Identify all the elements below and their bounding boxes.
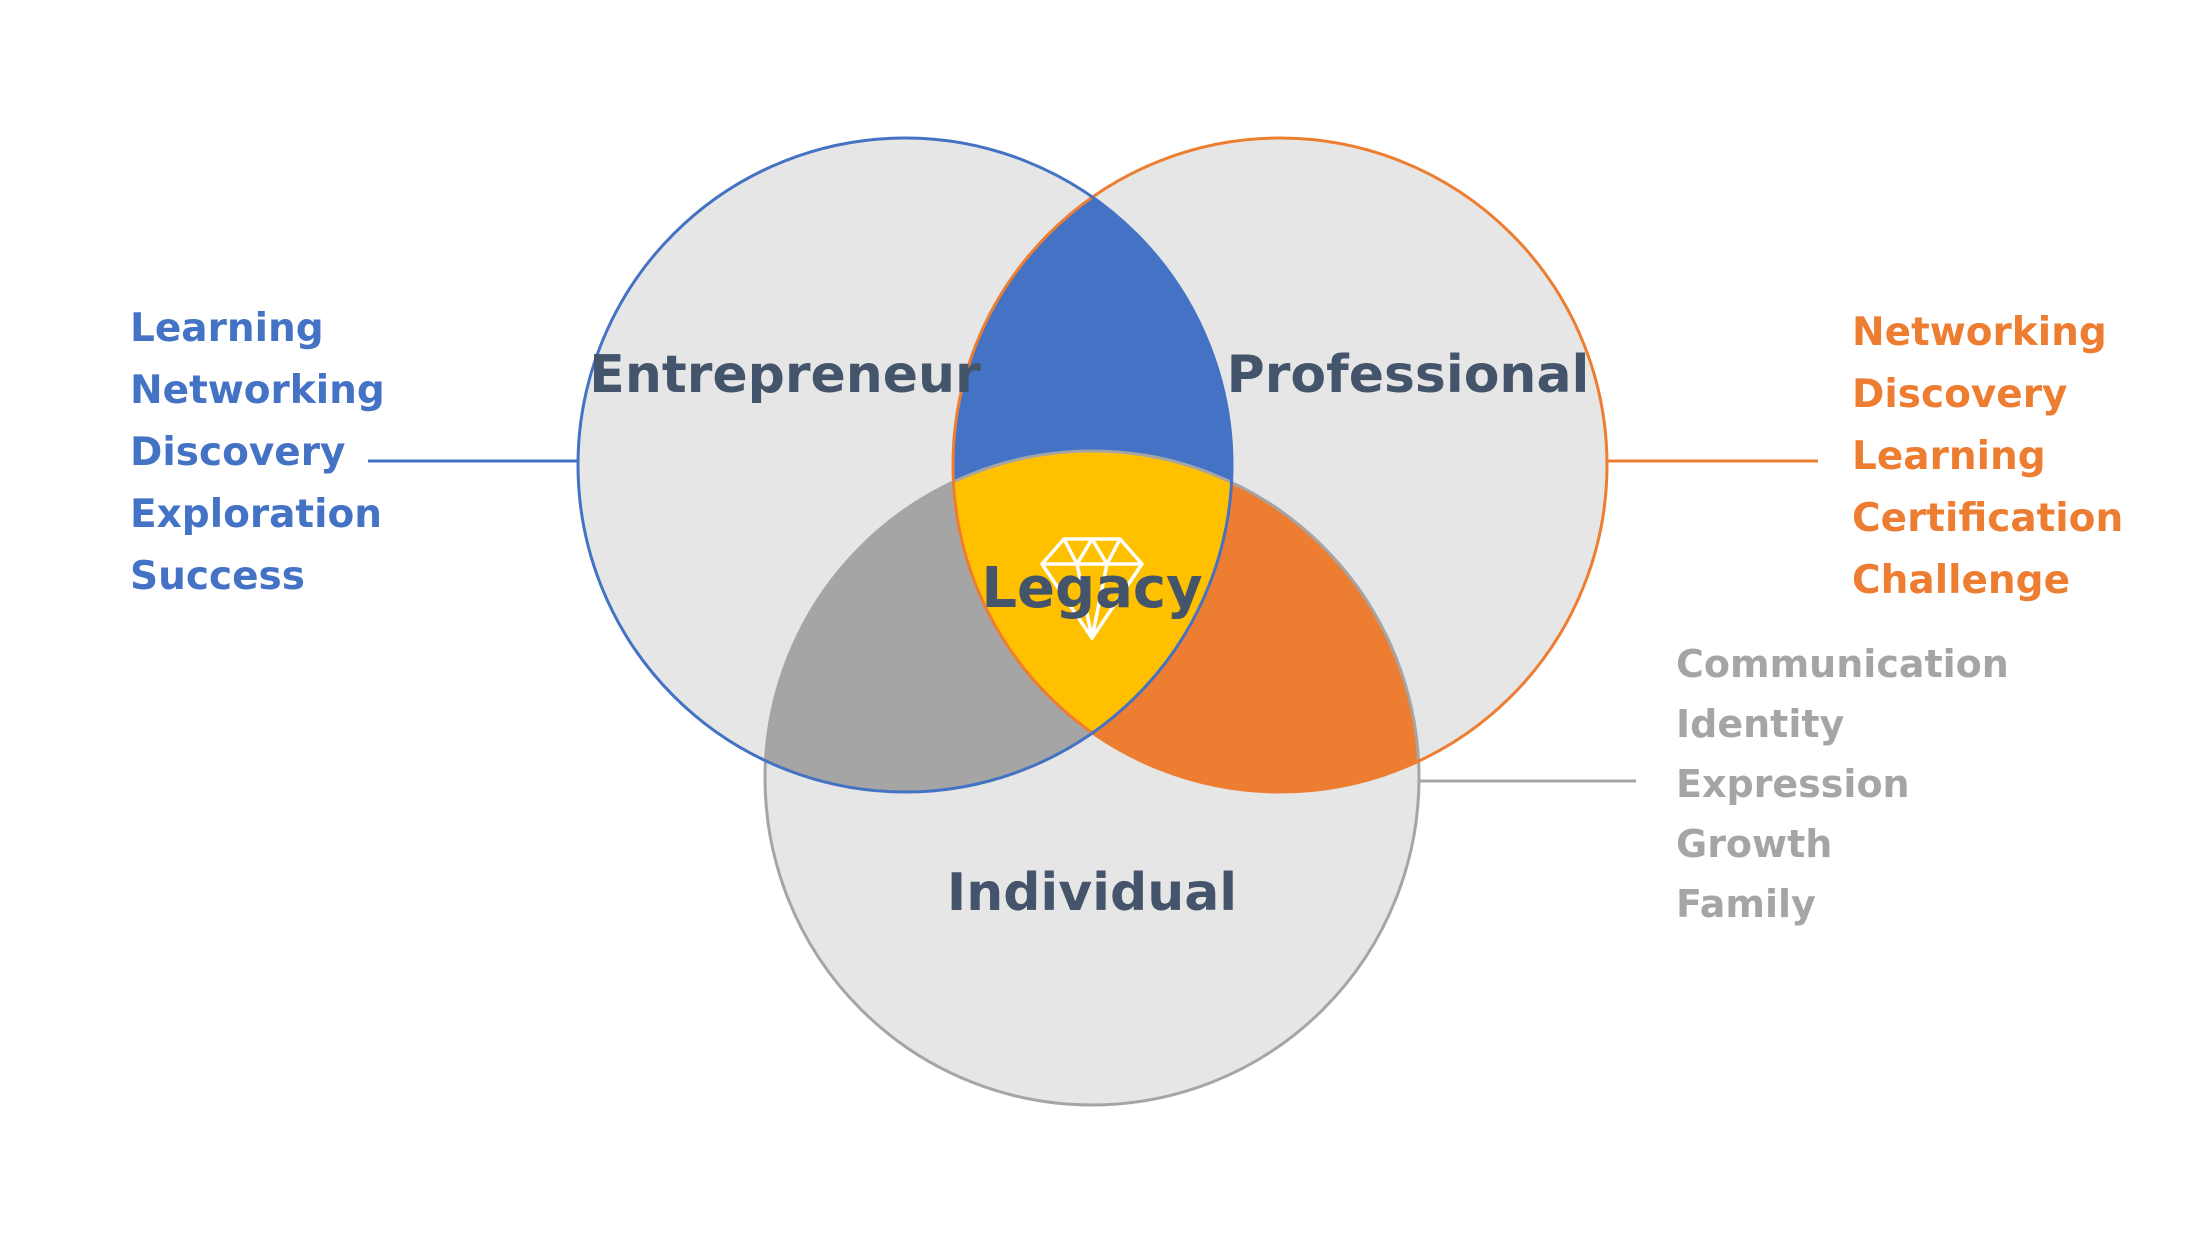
circle-entrepreneur-outline <box>576 136 1234 794</box>
list-item: Networking <box>1852 310 2107 355</box>
list-item: Certification <box>1852 496 2124 541</box>
label-entrepreneur: Entrepreneur <box>589 345 981 405</box>
list-item: Expression <box>1676 762 1910 806</box>
circle-professional-outline <box>951 136 1609 794</box>
list-item: Learning <box>1852 434 2046 479</box>
professional-term-list: Networking Discovery Learning Certificat… <box>1852 302 2123 612</box>
list-item: Communication <box>1676 642 2009 686</box>
list-item: Family <box>1676 882 1816 926</box>
entrepreneur-term-list: Learning Networking Discovery Exploratio… <box>130 298 385 608</box>
list-item: Growth <box>1676 822 1833 866</box>
list-item: Success <box>130 554 305 599</box>
label-individual: Individual <box>947 863 1237 923</box>
list-item: Learning <box>130 306 324 351</box>
list-item: Identity <box>1676 702 1845 746</box>
list-item: Discovery <box>130 430 346 475</box>
circle-individual-outline <box>763 449 1421 1107</box>
list-item: Discovery <box>1852 372 2068 417</box>
list-item: Challenge <box>1852 558 2071 603</box>
list-item: Networking <box>130 368 385 413</box>
diamond-icon <box>1040 537 1144 640</box>
label-legacy: Legacy <box>981 556 1202 621</box>
list-item: Exploration <box>130 492 382 537</box>
label-professional: Professional <box>1227 345 1590 405</box>
individual-term-list: Communication Identity Expression Growth… <box>1676 634 2009 934</box>
